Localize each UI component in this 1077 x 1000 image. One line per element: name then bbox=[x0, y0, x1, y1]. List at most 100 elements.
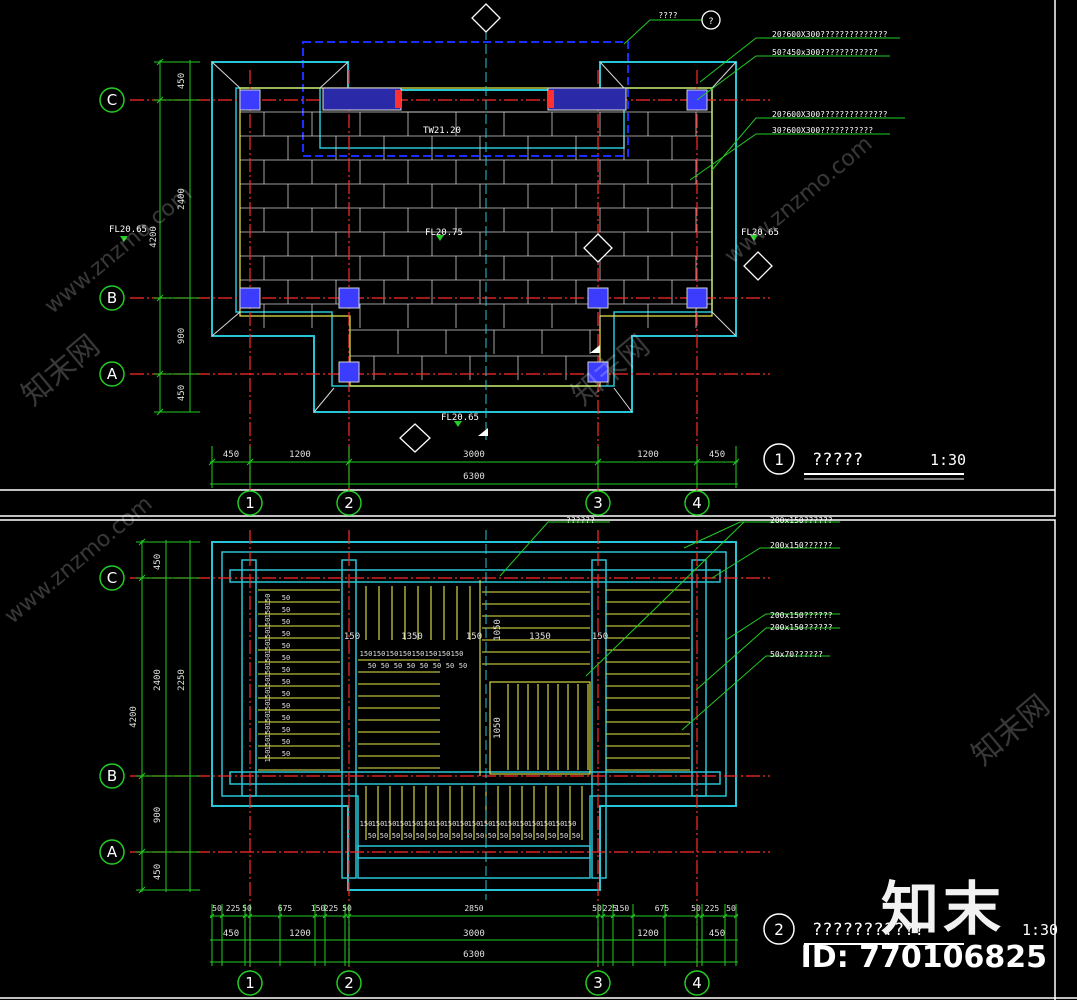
spacing-text: 150 bbox=[396, 820, 409, 828]
dim-text: 1200 bbox=[289, 450, 311, 460]
spacing-text: 150 bbox=[264, 702, 272, 715]
dim-text: 3000 bbox=[463, 450, 485, 460]
spacing-text: 50 bbox=[476, 832, 484, 840]
grid-bubble bbox=[237, 490, 263, 516]
dim-text: 450 bbox=[709, 450, 725, 460]
spacing-text: 50 bbox=[407, 662, 415, 670]
dim-text: 225 bbox=[603, 904, 618, 913]
grid-bubble bbox=[585, 970, 611, 996]
spacing-text: 150 bbox=[264, 630, 272, 643]
spacing-text: 50 bbox=[428, 832, 436, 840]
grid-bubble-label: C bbox=[107, 91, 117, 109]
dim-text: 900 bbox=[177, 328, 187, 344]
spacing-text: 150 bbox=[399, 650, 412, 658]
plan2-outer-outline bbox=[211, 541, 737, 891]
plan2-number: 2 bbox=[774, 920, 784, 939]
spacing-text: 150 bbox=[264, 678, 272, 691]
spacing-text: 150 bbox=[264, 642, 272, 655]
spacing-text: 150 bbox=[552, 820, 565, 828]
plan2-title-circle bbox=[763, 913, 795, 945]
dim-text: 150 bbox=[466, 632, 482, 642]
grid-bubble-label: 1 bbox=[245, 974, 255, 992]
dim-text: 450 bbox=[177, 73, 187, 89]
dim-text: 150 bbox=[592, 632, 608, 642]
grid-bubble bbox=[99, 87, 125, 113]
spacing-text: 50 bbox=[282, 606, 290, 614]
grid-bubble-label: 2 bbox=[344, 494, 354, 512]
grid-bubble bbox=[336, 490, 362, 516]
grid-bubble-label: B bbox=[107, 289, 117, 307]
spacing-text: 50 bbox=[560, 832, 568, 840]
dim-text: 675 bbox=[655, 904, 670, 913]
spacing-text: 150 bbox=[468, 820, 481, 828]
level-text: FL20.65 bbox=[741, 228, 779, 238]
spacing-text: 50 bbox=[500, 832, 508, 840]
dim-total-text: 4200 bbox=[129, 706, 139, 728]
spacing-text: 150 bbox=[492, 820, 505, 828]
dim-text: 2850 bbox=[464, 904, 483, 913]
dim-text: 2250 bbox=[177, 669, 187, 691]
dim-text: 50 bbox=[242, 904, 252, 913]
spacing-text: 50 bbox=[488, 832, 496, 840]
spacing-text: 150 bbox=[438, 650, 451, 658]
grid-bubble-label: 3 bbox=[593, 494, 603, 512]
spacing-text: 150 bbox=[564, 820, 577, 828]
plan1-title-underline bbox=[804, 473, 964, 480]
spacing-text: 50 bbox=[282, 678, 290, 686]
note-text: 30?600X300??????????? bbox=[772, 126, 873, 135]
note-text: ???? bbox=[658, 11, 677, 20]
level-text: FL20.65 bbox=[441, 413, 479, 423]
plan1-benches bbox=[322, 87, 627, 113]
level-text: TW21.20 bbox=[423, 126, 461, 136]
spacing-text: 150 bbox=[540, 820, 553, 828]
spacing-text: 50 bbox=[282, 654, 290, 662]
spacing-text: 150 bbox=[360, 820, 373, 828]
spacing-text: 50 bbox=[368, 832, 376, 840]
grid-bubble-label: B bbox=[107, 767, 117, 785]
plan2-inner-outline bbox=[221, 551, 727, 879]
dim-text: 50 bbox=[212, 904, 222, 913]
spacing-text: 50 bbox=[572, 832, 580, 840]
plan1-number: 1 bbox=[774, 450, 784, 469]
dim-text: 450 bbox=[223, 929, 239, 939]
plan1-dimensions bbox=[159, 60, 738, 485]
plan2-joists bbox=[258, 580, 690, 840]
dim-text: 675 bbox=[278, 904, 293, 913]
spacing-text: 150 bbox=[456, 820, 469, 828]
spacing-text: 50 bbox=[464, 832, 472, 840]
grid-bubble bbox=[684, 490, 710, 516]
dim-text: 225 bbox=[324, 904, 339, 913]
spacing-text: 50 bbox=[440, 832, 448, 840]
spacing-text: 150 bbox=[528, 820, 541, 828]
spacing-text: 150 bbox=[264, 738, 272, 751]
spacing-text: 50 bbox=[416, 832, 424, 840]
spacing-text: 150 bbox=[264, 606, 272, 619]
grid-bubble-label: 1 bbox=[245, 494, 255, 512]
spacing-text: 50 bbox=[536, 832, 544, 840]
spacing-text: 150 bbox=[420, 820, 433, 828]
spacing-text: 150 bbox=[412, 650, 425, 658]
spacing-text: 150 bbox=[264, 654, 272, 667]
spacing-text: 50 bbox=[282, 726, 290, 734]
plan1-scale: 1:30 bbox=[930, 451, 966, 469]
spacing-text: 150 bbox=[264, 594, 272, 607]
spacing-text: 50 bbox=[452, 832, 460, 840]
spacing-text: 150 bbox=[372, 820, 385, 828]
spacing-text: 150 bbox=[264, 618, 272, 631]
grid-bubble bbox=[684, 970, 710, 996]
spacing-text: 150 bbox=[408, 820, 421, 828]
grid-bubble bbox=[237, 970, 263, 996]
grid-bubble-label: 3 bbox=[593, 974, 603, 992]
spacing-text: 150 bbox=[384, 820, 397, 828]
grid-bubble bbox=[336, 970, 362, 996]
spacing-text: 50 bbox=[282, 714, 290, 722]
plan1-leaders bbox=[623, 19, 905, 181]
grid-bubble bbox=[99, 361, 125, 387]
spacing-text: 50 bbox=[282, 642, 290, 650]
spacing-text: 150 bbox=[264, 726, 272, 739]
plan2-leaders bbox=[499, 521, 840, 731]
dim-total-text: 6300 bbox=[463, 950, 485, 960]
